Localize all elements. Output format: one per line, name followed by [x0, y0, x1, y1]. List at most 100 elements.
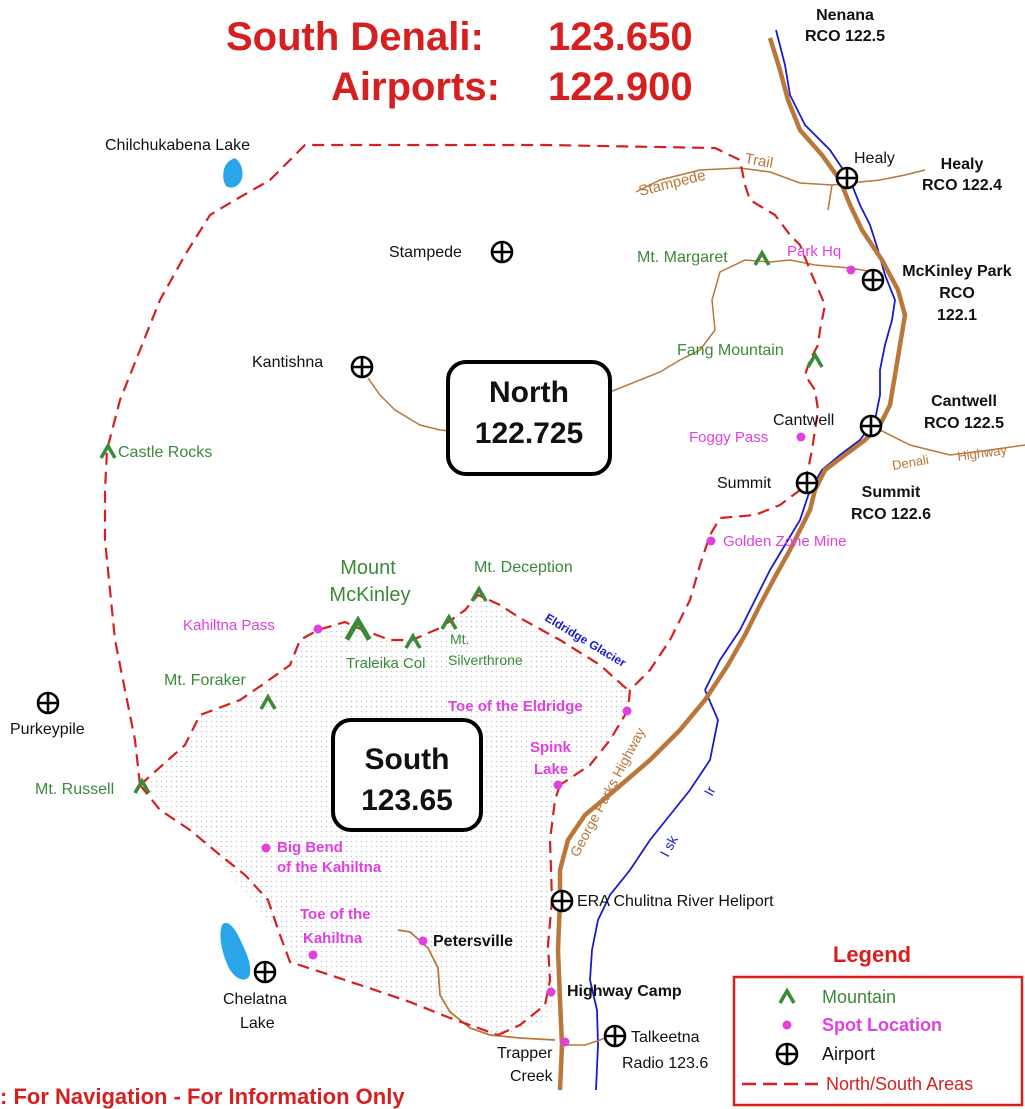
spot-locations [261, 265, 856, 1047]
north-area-freq: 122.725 [475, 417, 583, 450]
title-airports-label: Airports: [331, 65, 500, 109]
legend-mountain-icon [778, 987, 796, 1004]
spot-icon-big-bend[interactable] [261, 843, 271, 853]
spot-icon-trapper-creek[interactable] [560, 1037, 570, 1047]
foggy-pass-label: Foggy Pass [689, 429, 768, 446]
mountain-icon-margaret[interactable] [753, 251, 771, 267]
summit-rco-freq: RCO 122.6 [851, 506, 931, 523]
spot-icon-spink-lake[interactable] [553, 780, 563, 790]
summit-rco-name: Summit [862, 484, 921, 501]
susitna-river-label-1: I sk [657, 832, 682, 860]
mount-mckinley-label-1: Mount [340, 557, 396, 579]
stampede-trail [635, 167, 926, 193]
airport-icon-talkeetna[interactable] [603, 1024, 627, 1048]
denali-highway-label-1: Denali [891, 452, 930, 473]
silverthrone-label-2: Silverthrone [448, 652, 523, 668]
mt-foraker-label: Mt. Foraker [164, 672, 246, 689]
airport-icon-purkeypile[interactable] [36, 691, 60, 715]
north-boundary [103, 143, 827, 786]
purkeypile-label: Purkeypile [10, 721, 85, 738]
mckinley-park-rco: RCO [939, 285, 975, 302]
mt-russell-label: Mt. Russell [35, 781, 114, 798]
traleika-col-label: Traleika Col [346, 655, 425, 672]
stampede-trail-label-2: Trail [743, 150, 774, 172]
kahiltna-pass-label: Kahiltna Pass [183, 617, 275, 634]
rivers [589, 29, 896, 1091]
header: South Denali: 123.650 Airports: 122.900 [226, 15, 693, 109]
mountain-labels: Mt. Margaret Fang Mountain Castle Rocks … [35, 249, 784, 798]
legend-mountain-label: Mountain [822, 987, 896, 1007]
south-area-box: South 123.65 [331, 718, 483, 832]
airport-icon-mckinley-park[interactable] [861, 268, 885, 292]
stampede-trail-label-1: Stampede [637, 167, 707, 200]
south-area-freq: 123.65 [361, 784, 453, 817]
spot-icon-golden-zone[interactable] [706, 536, 716, 546]
nenana-rco: RCO 122.5 [805, 28, 885, 45]
parks-highway [555, 37, 908, 1091]
trapper-creek-label-1: Trapper [497, 1045, 553, 1062]
chelatna-label-1: Chelatna [223, 991, 287, 1008]
spot-icon-toe-eldridge[interactable] [622, 706, 632, 716]
mountain-icon-castle-rocks[interactable] [99, 444, 117, 460]
chilchukabena-lake [223, 158, 243, 188]
castle-rocks-label: Castle Rocks [118, 444, 212, 461]
kantishna-label: Kantishna [252, 354, 323, 371]
airport-icon-cantwell[interactable] [859, 414, 883, 438]
airport-icon-era-heliport[interactable] [550, 889, 574, 913]
north-area-box: North 122.725 [446, 360, 612, 476]
airport-icon-summit[interactable] [795, 471, 819, 495]
fang-mountain-label: Fang Mountain [677, 342, 784, 359]
healy-airport-label: Healy [854, 150, 895, 167]
mt-deception-label: Mt. Deception [474, 559, 573, 576]
chelatna-lake [220, 922, 251, 980]
legend: Legend Mountain Spot Location Airport No… [732, 942, 1024, 1107]
cantwell-rco-freq: RCO 122.5 [924, 415, 1004, 432]
spot-icon-petersville[interactable] [418, 936, 428, 946]
chilchukabena-lake-label: Chilchukabena Lake [105, 137, 250, 154]
nenana-label: Nenana [816, 7, 874, 24]
spot-icon-toe-kahiltna[interactable] [308, 950, 318, 960]
spot-icon-kahiltna-pass[interactable] [313, 624, 323, 634]
chelatna-label-2: Lake [240, 1015, 275, 1032]
legend-areas-label: North/South Areas [826, 1074, 973, 1094]
south-boundary [139, 593, 629, 786]
cantwell-rco-name: Cantwell [931, 393, 997, 410]
mckinley-park-label: McKinley Park [902, 263, 1011, 280]
healy-spur [827, 184, 833, 211]
spot-icon-foggy-pass[interactable] [796, 432, 806, 442]
mountains [99, 251, 824, 795]
healy-rco-freq: RCO 122.4 [922, 177, 1002, 194]
mckinley-park-freq: 122.1 [937, 307, 977, 324]
south-area-name: South [365, 743, 450, 776]
spot-icon-park-hq[interactable] [846, 265, 856, 275]
legend-spot-label: Spot Location [822, 1015, 942, 1035]
petersville-label: Petersville [433, 933, 513, 950]
big-bend-label-1: Big Bend [277, 839, 343, 856]
airport-icon-chelatna[interactable] [253, 960, 277, 984]
rco-labels: Nenana RCO 122.5 Healy RCO 122.4 McKinle… [805, 7, 1012, 523]
airport-icon-kantishna[interactable] [350, 355, 374, 379]
airport-icon-stampede[interactable] [490, 240, 514, 264]
spink-lake-label-1: Spink [530, 739, 571, 756]
denali-highway-label-2: Highway [956, 442, 1008, 464]
talkeetna-label-2: Radio 123.6 [622, 1055, 708, 1072]
south-east-boundary [497, 784, 562, 1037]
mountain-icon-fang[interactable] [806, 353, 824, 369]
airport-icon-healy[interactable] [835, 166, 859, 190]
title-south-denali-label: South Denali: [226, 15, 484, 59]
toe-eldridge-label: Toe of the Eldridge [448, 698, 583, 715]
trapper-creek-label-2: Creek [510, 1068, 554, 1085]
area-boundaries [103, 143, 827, 1037]
legend-title: Legend [833, 942, 911, 967]
north-area-name: North [489, 376, 569, 409]
summit-label: Summit [717, 475, 772, 492]
big-bend-label-2: of the Kahiltna [277, 859, 382, 876]
era-heliport-label: ERA Chulitna River Heliport [577, 893, 774, 910]
spot-icon-highway-camp[interactable] [546, 987, 556, 997]
cantwell-label: Cantwell [773, 412, 834, 429]
mountain-icon-mckinley[interactable] [344, 615, 372, 641]
title-south-denali-freq: 123.650 [548, 15, 693, 59]
talkeetna-label-1: Talkeetna [631, 1029, 700, 1046]
mt-margaret-label: Mt. Margaret [637, 249, 728, 266]
